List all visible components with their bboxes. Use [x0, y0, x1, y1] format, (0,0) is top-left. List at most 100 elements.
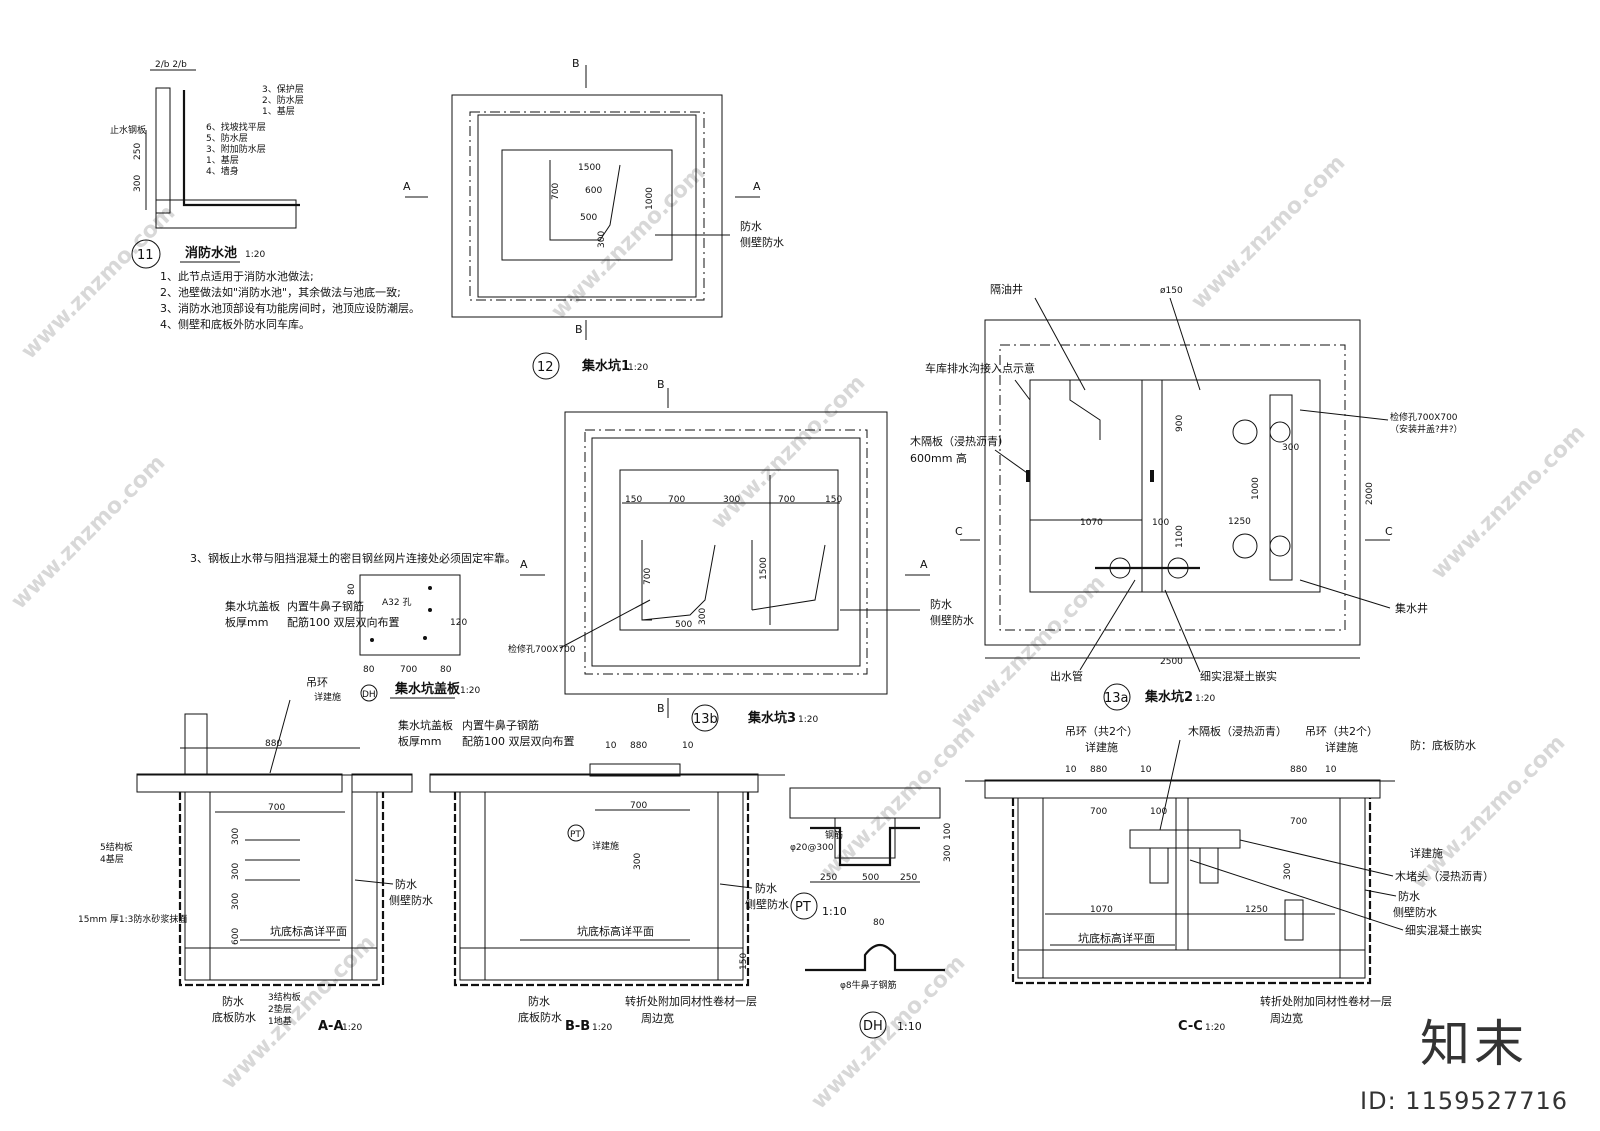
dim-label: 500 [580, 213, 597, 223]
section-mark: B [572, 57, 580, 70]
dim-label: 300 [698, 608, 708, 625]
waterstop-label: 止水钢板 [110, 124, 146, 136]
pit-wall [984, 319, 1361, 646]
dim-label: 500 [862, 873, 879, 883]
fill-label: 细实混凝土嵌实 [1200, 669, 1277, 683]
dim-label: 10 [682, 741, 694, 751]
watermark: www.znzmo.com [1427, 420, 1591, 584]
waterproof-label: 防水 [1398, 889, 1420, 903]
dim-label: 700 [668, 495, 685, 505]
dim-label: 250 [820, 873, 837, 883]
dim-label: 80 [440, 665, 452, 675]
detail-dh: 80 φ8牛鼻子钢筋 DH 1:10 [805, 918, 945, 1039]
sump-well [1161, 379, 1321, 593]
waterproof-label: 防水 [930, 597, 952, 611]
pit-bottom-label: 坑底标高详平面 [1078, 931, 1155, 945]
layer-label: 4、墙身 [206, 165, 239, 177]
layer-label: 5、防水层 [206, 132, 248, 144]
dim-label: 1100 [1175, 525, 1185, 548]
dim-label: 10 [605, 741, 617, 751]
outlet-label: 出水管 [1050, 669, 1083, 683]
dim-label: 300 [1282, 443, 1299, 453]
detail-number: 11 [137, 248, 154, 263]
dim-label: 1070 [1080, 518, 1103, 528]
watermark: www.znzmo.com [707, 370, 871, 534]
detail-marker [1103, 683, 1131, 711]
detail-11: 2/b 2/b 250 300 止水钢板 3、保护层 2、防水层 1、基层 6、… [110, 60, 420, 331]
rebar-shape [805, 943, 945, 972]
watermark: www.znzmo.com [1187, 150, 1351, 314]
dim-label: 300 [231, 828, 241, 845]
note-line: 2、池壁做法如"消防水池"，其余做法与池底一致; [160, 285, 401, 299]
board-height: 600mm 高 [910, 451, 967, 465]
section-scale: 1:20 [592, 1023, 612, 1033]
section-mark: A [520, 558, 528, 571]
dim-label: 1000 [1251, 477, 1261, 500]
section-mark: A [403, 180, 411, 193]
dim-label: 300 [943, 845, 953, 862]
dim-label: 2/b 2/b [155, 60, 187, 70]
cover-label: 集水坑盖板 [398, 718, 453, 732]
waterproof-line [182, 90, 300, 207]
hole-label: A32 孔 [382, 597, 411, 608]
detail-scale: 1:10 [897, 1020, 922, 1033]
manhole-label: 检修孔700X700 [508, 643, 576, 655]
drain-note: 车库排水沟接入点示意 [925, 361, 1035, 375]
detail-scale: 1:20 [245, 250, 265, 260]
pit-opening [619, 469, 839, 631]
fold-note: 转折处附加同材性卷材一层 [625, 994, 757, 1008]
dim-label: 250 [133, 143, 143, 160]
watermark: www.znzmo.com [817, 720, 981, 884]
dim-label: 10 [1325, 765, 1337, 775]
section-mark: B [657, 702, 665, 715]
cover-slab [429, 773, 759, 793]
layer-label: 2、防水层 [262, 94, 304, 106]
pt-ref: 详建施 [1410, 846, 1443, 860]
dim-label: 80 [363, 665, 375, 675]
bottom-layer: 1地基 [268, 1015, 292, 1027]
cover-label: 板厚mm [398, 734, 441, 748]
plug-label: 木堵头（浸热沥青） [1395, 869, 1494, 883]
layer-label: 1、基层 [206, 154, 239, 166]
dim-label: 100 [1152, 518, 1169, 528]
dim-label: 1250 [1245, 905, 1268, 915]
waterproof-label: 防水 [528, 994, 550, 1008]
watermark: www.znzmo.com [807, 950, 971, 1114]
waterproof-label: 防水 [740, 219, 762, 233]
pit-bottom-label: 坑底标高详平面 [577, 924, 654, 938]
dim-label: 150 [739, 953, 749, 970]
cover-label: 内置牛鼻子钢筋 [287, 599, 364, 613]
dim-label: 1500 [759, 557, 769, 580]
manhole-note: （安装井盖?井?） [1390, 423, 1463, 435]
cover-slab [984, 779, 1381, 799]
dh-marker: DH [362, 690, 376, 700]
pit-wall [451, 94, 723, 318]
dim-label: 1000 [645, 187, 655, 210]
detail-title: 集水坑3 [747, 710, 796, 726]
cover-label: 配筋100 双层双向布置 [462, 734, 575, 748]
watermark: www.znzmo.com [947, 570, 1111, 734]
dim-label: 2500 [1160, 657, 1183, 667]
fold-note: 转折处附加同材性卷材一层 [1260, 994, 1392, 1008]
dim-label: 10 [1140, 765, 1152, 775]
waterproof-label: 底板防水 [518, 1010, 562, 1024]
dim-label: 10 [1065, 765, 1077, 775]
detail-scale: 1:20 [798, 715, 818, 725]
cover-label: 配筋100 双层双向布置 [287, 615, 400, 629]
rebar-label: φ8牛鼻子钢筋 [840, 979, 897, 991]
section-mark: C [955, 525, 963, 538]
pit-wall-left [459, 791, 486, 981]
cover-label: 板厚mm [225, 615, 268, 629]
pt-marker: PT [570, 830, 581, 840]
hook-label: 吊环（共2个） [1065, 725, 1138, 738]
dim-label: 150 [625, 495, 642, 505]
section-title: C-C [1178, 1019, 1203, 1034]
dim-label: 900 [1175, 415, 1185, 432]
dim-label: 300 [1283, 863, 1293, 880]
wall-section [155, 87, 171, 214]
layer-label: 3、保护层 [262, 83, 304, 95]
dim-label: 700 [1290, 817, 1307, 827]
mortar-label: 15mm 厚1:3防水砂浆抹面 [78, 913, 187, 925]
section-bb: 集水坑盖板 板厚mm 内置牛鼻子钢筋 配筋100 双层双向布置 10 880 1… [398, 718, 789, 1034]
dim-label: 700 [551, 183, 561, 200]
